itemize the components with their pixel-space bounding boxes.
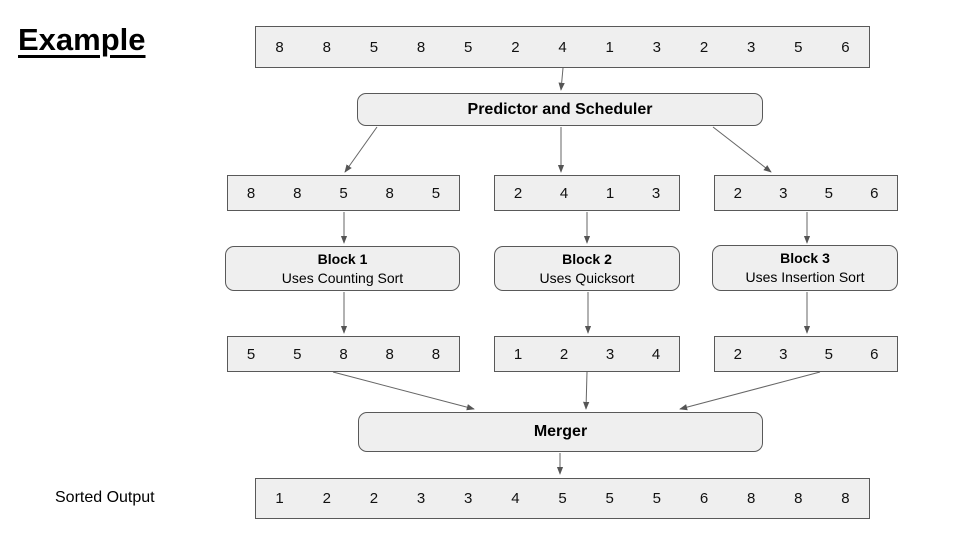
array-cell: 3: [605, 345, 615, 363]
array-cell: 4: [651, 345, 661, 363]
block-1-subtitle: Uses Counting Sort: [281, 269, 404, 286]
block-2-box: Block 2 Uses Quicksort: [494, 246, 680, 291]
sorted-output-label: Sorted Output: [55, 489, 155, 506]
merger-box: Merger: [358, 412, 763, 452]
input-array: 8 8 5 8 5 2 4 1 3 2 3 5 6: [255, 26, 870, 68]
block-3-box: Block 3 Uses Insertion Sort: [712, 245, 898, 291]
array-cell: 5: [824, 345, 833, 363]
arrow-sorted2-to-merger: [583, 371, 590, 410]
array-cell: 8: [416, 38, 426, 56]
array-cell: 4: [559, 184, 569, 202]
array-cell: 6: [870, 345, 879, 363]
array-cell: 8: [841, 490, 850, 507]
block-1-title: Block 1: [317, 250, 368, 267]
block-2-title: Block 2: [562, 250, 612, 267]
array-cell: 2: [733, 345, 742, 363]
array-cell: 8: [431, 345, 441, 363]
partition-array-3: 2 3 5 6: [714, 175, 898, 211]
array-cell: 8: [339, 345, 348, 363]
array-cell: 4: [511, 490, 520, 507]
array-cell: 5: [369, 38, 379, 56]
array-cell: 2: [322, 490, 331, 507]
block-2-subtitle: Uses Quicksort: [539, 269, 635, 286]
array-cell: 6: [870, 184, 879, 202]
array-cell: 3: [779, 345, 788, 363]
array-cell: 5: [652, 490, 661, 507]
array-cell: 8: [385, 184, 394, 202]
array-cell: 8: [293, 184, 302, 202]
partition-array-1: 8 8 5 8 5: [227, 175, 460, 211]
block-3-subtitle: Uses Insertion Sort: [745, 269, 865, 285]
array-cell: 8: [275, 38, 284, 56]
array-cell: 5: [339, 184, 348, 202]
page-title: Example: [18, 22, 146, 57]
array-cell: 1: [513, 345, 523, 363]
block-3-title: Block 3: [780, 250, 830, 266]
array-cell: 1: [605, 38, 614, 56]
array-cell: 2: [513, 184, 523, 202]
array-cell: 3: [651, 184, 661, 202]
arrow-sorted1-to-merger: [332, 371, 475, 411]
array-cell: 6: [699, 490, 709, 507]
array-cell: 3: [652, 38, 661, 56]
arrow-sorted3-to-merger: [679, 371, 821, 411]
sorted-array-1: 5 5 8 8 8: [227, 336, 460, 372]
arrow-predictor-to-partition1: [344, 126, 378, 173]
array-cell: 2: [559, 345, 569, 363]
array-cell: 5: [464, 38, 473, 56]
array-cell: 1: [605, 184, 615, 202]
partition-array-2: 2 4 1 3: [494, 175, 680, 211]
array-cell: 8: [322, 38, 331, 56]
array-cell: 5: [431, 184, 441, 202]
array-cell: 5: [558, 490, 567, 507]
output-array: 1 2 2 3 3 4 5 5 5 6 8 8 8: [255, 478, 870, 519]
block-1-box: Block 1 Uses Counting Sort: [225, 246, 460, 291]
array-cell: 8: [246, 184, 256, 202]
arrow-input-to-predictor: [558, 67, 565, 91]
array-cell: 4: [558, 38, 567, 56]
array-cell: 3: [746, 38, 756, 56]
array-cell: 2: [369, 490, 379, 507]
array-cell: 3: [416, 490, 426, 507]
array-cell: 8: [385, 345, 394, 363]
array-cell: 5: [794, 38, 803, 56]
array-cell: 2: [733, 184, 742, 202]
array-cell: 3: [464, 490, 473, 507]
array-cell: 8: [794, 490, 803, 507]
array-cell: 2: [511, 38, 520, 56]
array-cell: 5: [605, 490, 614, 507]
array-cell: 5: [246, 345, 256, 363]
predictor-scheduler-label: Predictor and Scheduler: [467, 100, 653, 118]
array-cell: 2: [699, 38, 709, 56]
merger-label: Merger: [533, 423, 588, 440]
array-cell: 6: [841, 38, 850, 56]
array-cell: 8: [746, 490, 756, 507]
array-cell: 5: [824, 184, 833, 202]
array-cell: 5: [293, 345, 302, 363]
sorted-array-2: 1 2 3 4: [494, 336, 680, 372]
arrow-predictor-to-partition3: [712, 126, 772, 173]
predictor-scheduler-box: Predictor and Scheduler: [357, 93, 763, 126]
array-cell: 1: [275, 490, 284, 507]
array-cell: 3: [779, 184, 788, 202]
sorted-array-3: 2 3 5 6: [714, 336, 898, 372]
